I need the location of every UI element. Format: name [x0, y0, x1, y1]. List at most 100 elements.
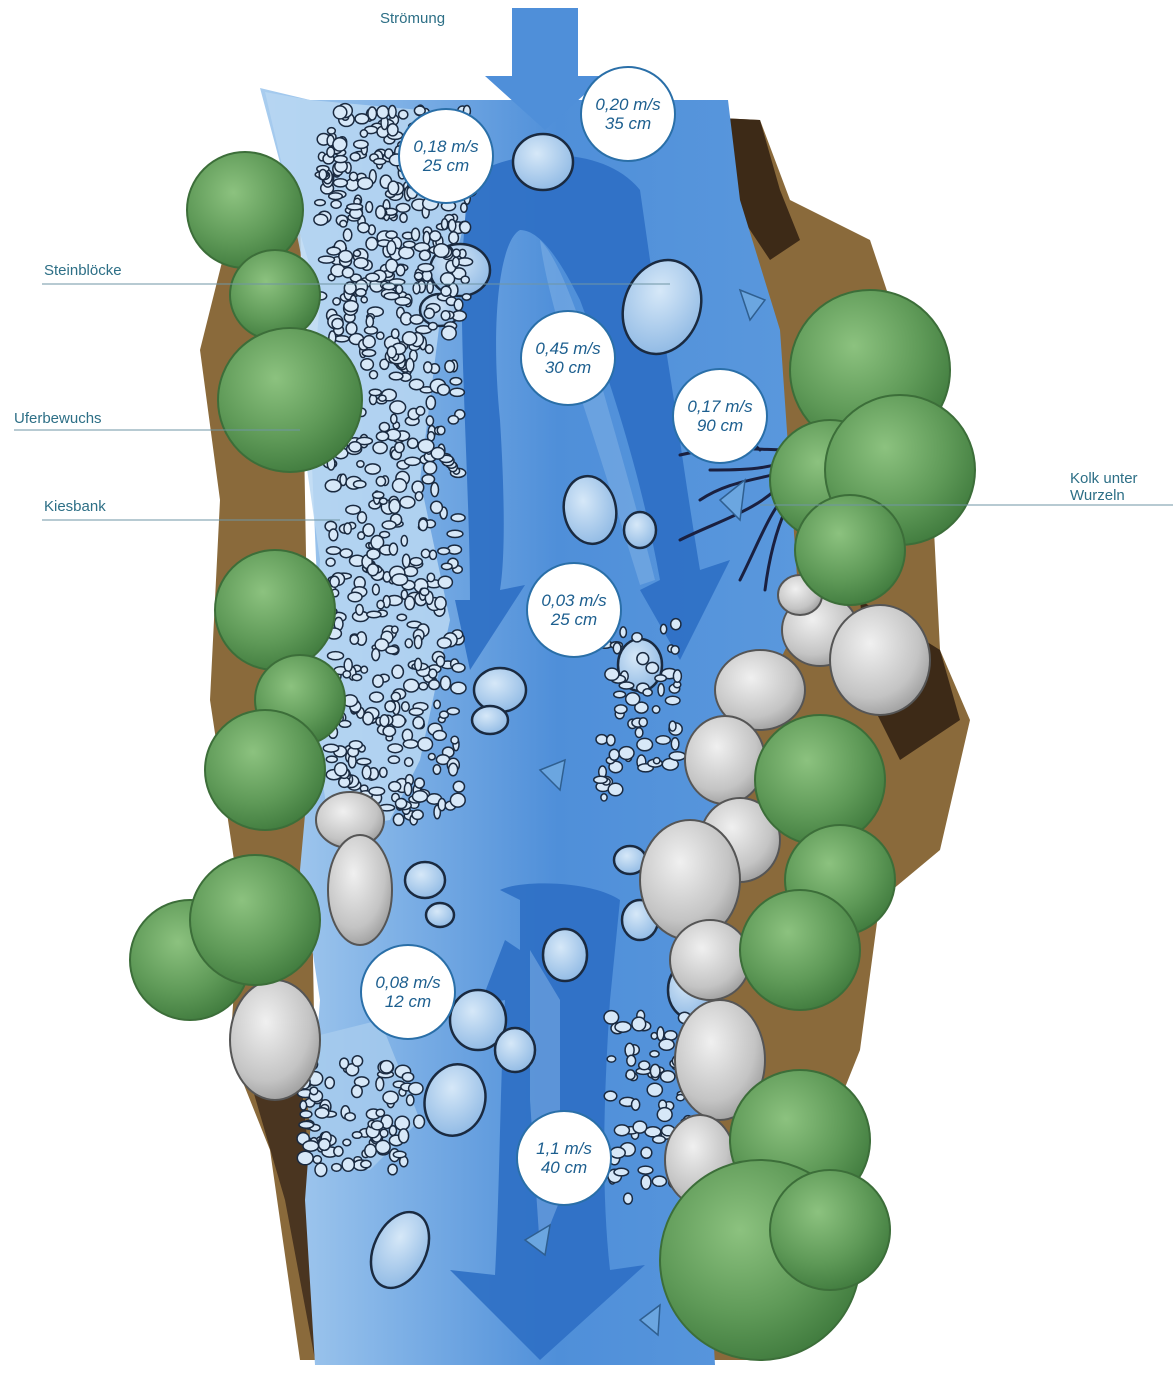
- measurement-bubble: 0,17 m/s 90 cm: [672, 368, 768, 464]
- pebble: [389, 499, 400, 513]
- pebble: [418, 264, 434, 272]
- pebble: [332, 1164, 342, 1172]
- pebble: [383, 1091, 398, 1104]
- pebble: [406, 358, 414, 372]
- pebble: [615, 705, 627, 714]
- pebble: [377, 332, 384, 339]
- pebble: [376, 206, 386, 219]
- pebble: [407, 1095, 414, 1106]
- pebble: [379, 423, 389, 432]
- label-kolk-line1: Kolk unter: [1070, 470, 1138, 487]
- pebble: [380, 1129, 388, 1137]
- pebble: [374, 159, 386, 165]
- pebble: [646, 662, 658, 673]
- pebble: [392, 665, 403, 678]
- measurement-speed: 0,18 m/s: [413, 137, 478, 156]
- pebble: [626, 693, 640, 706]
- pebble: [350, 635, 358, 644]
- pebble: [627, 1055, 636, 1066]
- label-uferbewuchs: Uferbewuchs: [14, 410, 102, 427]
- pebble: [647, 1083, 662, 1096]
- pebble: [350, 172, 358, 181]
- measurement-speed: 1,1 m/s: [536, 1139, 592, 1158]
- pebble: [632, 1099, 640, 1110]
- pebble: [389, 106, 397, 119]
- pebble: [403, 740, 418, 748]
- pebble: [393, 1151, 406, 1157]
- pebble: [344, 659, 352, 672]
- pebble: [418, 439, 434, 452]
- pebble: [361, 359, 374, 370]
- pebble: [333, 179, 347, 187]
- pebble: [614, 1168, 629, 1176]
- pebble: [442, 219, 448, 230]
- pebble: [404, 679, 419, 692]
- pebble: [362, 766, 371, 779]
- pebble: [365, 1144, 376, 1157]
- pebble: [637, 653, 649, 665]
- pebble: [431, 501, 443, 513]
- pebble: [315, 1108, 329, 1118]
- pebble: [373, 675, 383, 687]
- pebble: [453, 249, 460, 257]
- pebble: [424, 462, 437, 475]
- pebble: [361, 297, 367, 303]
- pebble: [448, 220, 455, 232]
- pebble: [387, 346, 396, 358]
- measurement-speed: 0,20 m/s: [595, 95, 660, 114]
- pebble: [319, 1139, 330, 1151]
- pebble: [334, 1146, 343, 1156]
- pebble: [438, 384, 450, 395]
- pebble: [426, 416, 433, 426]
- pebble: [366, 202, 373, 213]
- pebble: [314, 214, 328, 225]
- pebble: [342, 268, 353, 278]
- pebble: [419, 519, 428, 531]
- pebble: [388, 756, 399, 763]
- pebble: [319, 170, 326, 180]
- measurement-bubble: 0,20 m/s 35 cm: [580, 66, 676, 162]
- pebble: [441, 273, 455, 285]
- pebble: [388, 181, 399, 195]
- pebble: [415, 492, 422, 501]
- pebble: [388, 744, 403, 753]
- pebble: [658, 684, 664, 696]
- pebble: [310, 1087, 318, 1095]
- measurement-depth: 12 cm: [385, 992, 431, 1011]
- pebble: [326, 558, 335, 566]
- pebble: [460, 221, 471, 233]
- pebble: [442, 326, 457, 340]
- pebble: [352, 674, 361, 680]
- pebble: [425, 345, 433, 354]
- pebble: [334, 156, 347, 163]
- pebble: [462, 294, 471, 300]
- pebble: [326, 547, 340, 555]
- pebble: [367, 564, 378, 576]
- pebble: [352, 1085, 363, 1097]
- pebble: [661, 624, 667, 633]
- pebble: [352, 1056, 362, 1067]
- pebble: [451, 514, 465, 522]
- pebble: [441, 286, 451, 296]
- pebble: [399, 110, 408, 119]
- pebble: [410, 558, 422, 566]
- pebble: [659, 1039, 674, 1050]
- pebble: [610, 1147, 625, 1158]
- pebble: [390, 401, 406, 414]
- pebble: [405, 457, 421, 465]
- pebble: [346, 505, 361, 514]
- pebble: [643, 689, 652, 696]
- pebble: [386, 646, 398, 654]
- pebble: [297, 1151, 313, 1165]
- pebble: [367, 549, 380, 559]
- pebble: [671, 738, 679, 750]
- pebble: [434, 244, 449, 258]
- pebble: [415, 658, 422, 670]
- pebble: [319, 256, 335, 263]
- pebble: [620, 627, 626, 638]
- pebble: [340, 1058, 349, 1069]
- pebble: [638, 1166, 653, 1174]
- pebble: [422, 475, 434, 484]
- pebble: [335, 336, 349, 342]
- pebble: [669, 721, 676, 731]
